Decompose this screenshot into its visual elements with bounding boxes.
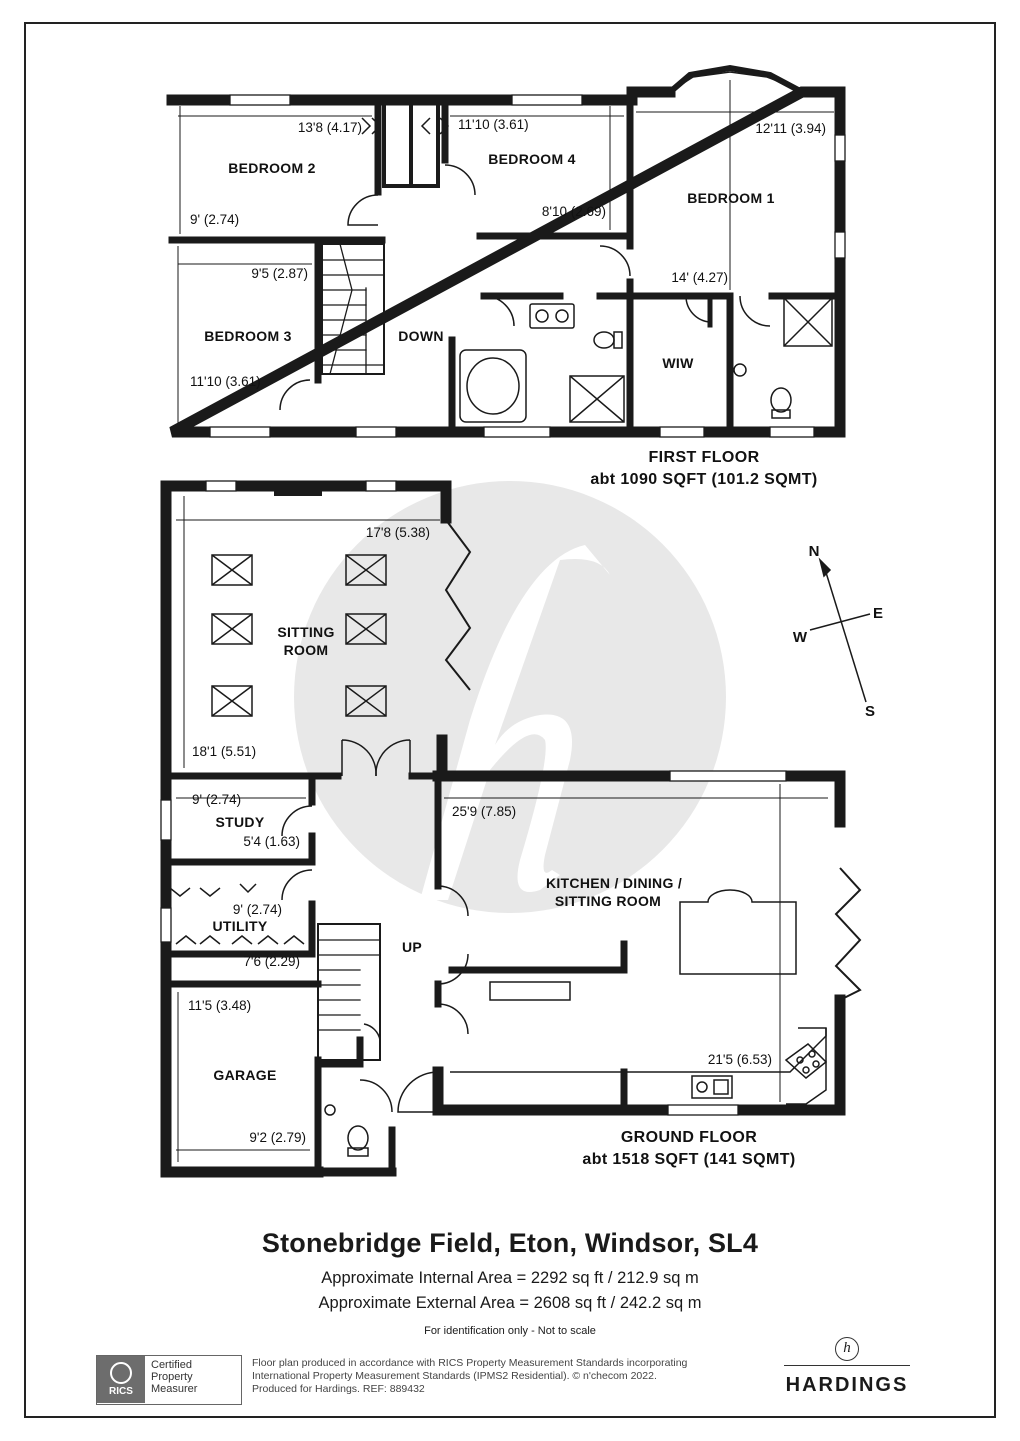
first-floor-windows [209,94,846,438]
dimension-study-b: 5'4 (1.63) [243,834,300,849]
room-label-kitchen-line-2: SITTING ROOM [555,893,661,909]
dimension-bedroom-1-width: 12'11 (3.94) [755,121,826,136]
watermark-logo [294,481,726,913]
dimension-sitting-room-depth: 18'1 (5.51) [192,744,256,759]
dimension-utility-b: 7'6 (2.29) [243,954,300,969]
first-floor-label: FIRST FLOOR [648,449,759,466]
first-floor-walls [166,64,846,438]
dimension-utility-a: 9' (2.74) [233,902,282,917]
compass-south: S [865,703,875,720]
first-floor-doors [279,117,771,411]
first-floor-dimension-lines [177,80,834,426]
ground-floor-area: abt 1518 SQFT (141 SQMT) [582,1151,795,1168]
dimension-bedroom-2-width: 13'8 (4.17) [298,120,362,135]
property-address: Stonebridge Field, Eton, Windsor, SL4 [261,1228,759,1258]
first-floor-fixtures [459,297,833,423]
dimension-bedroom-1-depth: 14' (4.27) [671,270,728,285]
dimension-garage-a: 11'5 (3.48) [188,998,251,1013]
external-area: Approximate External Area = 2608 sq ft /… [318,1294,702,1312]
stairs-label-up: UP [402,939,422,955]
ground-floor-dimension-lines [176,496,828,1162]
stairs-label-down: DOWN [398,328,444,344]
compass-lines [809,557,871,703]
room-label-sitting-room-line-2: ROOM [284,642,329,658]
room-label-study: STUDY [216,814,265,830]
hardings-name: HARDINGS [785,1374,909,1396]
legal-line-1: Floor plan produced in accordance with R… [252,1357,688,1369]
room-label-bedroom-1: BEDROOM 1 [687,190,775,206]
ground-floor-doors [169,739,469,1113]
room-label-sitting-room-line-1: SITTING [277,624,334,640]
rics-badge: RICS Certified Property Measurer [96,1355,242,1405]
disclaimer-note: For identification only - Not to scale [424,1325,596,1337]
room-label-wiw: WIW [662,355,694,371]
rics-line-3: Measurer [151,1383,198,1395]
dimension-sitting-room-width: 17'8 (5.38) [366,525,430,540]
hardings-divider [784,1365,910,1366]
compass-west: W [793,629,808,646]
room-label-kitchen-line-1: KITCHEN / DINING / [546,875,682,891]
ground-floor-windows [160,480,787,1116]
legal-text: Floor plan produced in accordance with R… [252,1357,792,1396]
room-label-garage: GARAGE [213,1067,276,1083]
dimension-garage-b: 9'2 (2.79) [249,1130,306,1145]
dimension-bedroom-4-width: 11'10 (3.61) [458,117,529,132]
first-floor-area: abt 1090 SQFT (101.2 SQMT) [590,471,817,488]
ground-floor-fixtures [211,554,828,1157]
rics-logo-icon: RICS [97,1356,145,1403]
room-label-bedroom-2: BEDROOM 2 [228,160,316,176]
room-label-utility: UTILITY [213,918,268,934]
page-border [24,22,996,1418]
rics-logo-text: RICS [109,1386,133,1397]
legal-line-2: International Property Measurement Stand… [252,1370,657,1382]
dimension-bedroom-3-depth: 11'10 (3.61) [190,374,261,389]
room-label-bedroom-4: BEDROOM 4 [488,151,576,167]
rics-line-1: Certified [151,1359,192,1371]
ground-floor-label: GROUND FLOOR [621,1129,757,1146]
dimension-bedroom-2-depth: 9' (2.74) [190,212,239,227]
bifold-doors [444,519,862,1001]
hardings-mark-icon: h [835,1337,859,1361]
dimension-study-a: 9' (2.74) [192,792,241,807]
compass-north: N [809,543,820,560]
dimension-bedroom-4-depth: 8'10 (2.69) [542,204,606,219]
internal-area: Approximate Internal Area = 2292 sq ft /… [321,1269,699,1287]
compass-east: E [873,605,883,622]
dimension-kitchen-width: 25'9 (7.85) [452,804,516,819]
legal-line-3: Produced for Hardings. REF: 889432 [252,1383,425,1395]
rics-line-2: Property [151,1371,193,1383]
dimension-kitchen-depth: 21'5 (6.53) [708,1052,772,1067]
room-label-bedroom-3: BEDROOM 3 [204,328,292,344]
dimension-bedroom-3-width: 9'5 (2.87) [251,266,308,281]
hardings-logo: h HARDINGS [772,1337,922,1407]
